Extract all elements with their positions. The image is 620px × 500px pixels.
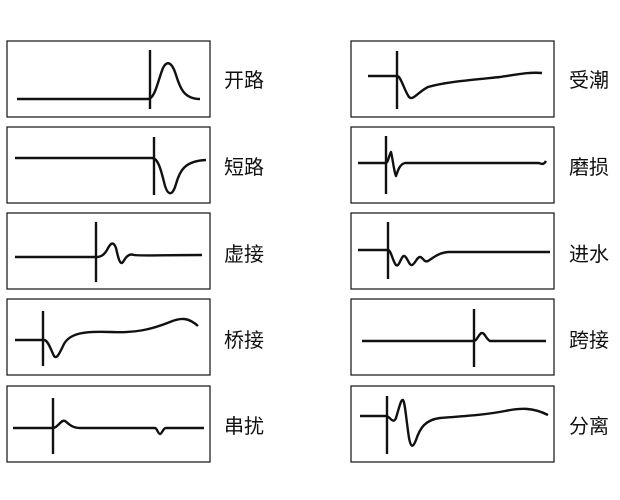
label-open-circuit: 开路 (224, 68, 264, 92)
waveform-crosstalk (6, 385, 211, 463)
panel-short-circuit (6, 126, 211, 204)
panel-bridge (6, 298, 211, 376)
label-water-ingress: 进水 (569, 242, 609, 266)
label-separation: 分离 (569, 414, 609, 438)
label-wear: 磨损 (569, 155, 609, 179)
waveform-open-circuit (6, 40, 211, 118)
label-short-circuit: 短路 (224, 155, 264, 179)
panel-poor-contact (6, 212, 211, 290)
label-crosstalk: 串扰 (224, 414, 264, 438)
waveform-short-circuit (6, 126, 211, 204)
label-moisture: 受潮 (569, 68, 609, 92)
panel-open-circuit (6, 40, 211, 118)
waveform-poor-contact (6, 212, 211, 290)
label-poor-contact: 虚接 (224, 242, 264, 266)
label-span-bridge: 跨接 (569, 328, 609, 352)
panel-crosstalk (6, 385, 211, 463)
waveform-bridge (6, 298, 211, 376)
label-bridge: 桥接 (224, 328, 264, 352)
